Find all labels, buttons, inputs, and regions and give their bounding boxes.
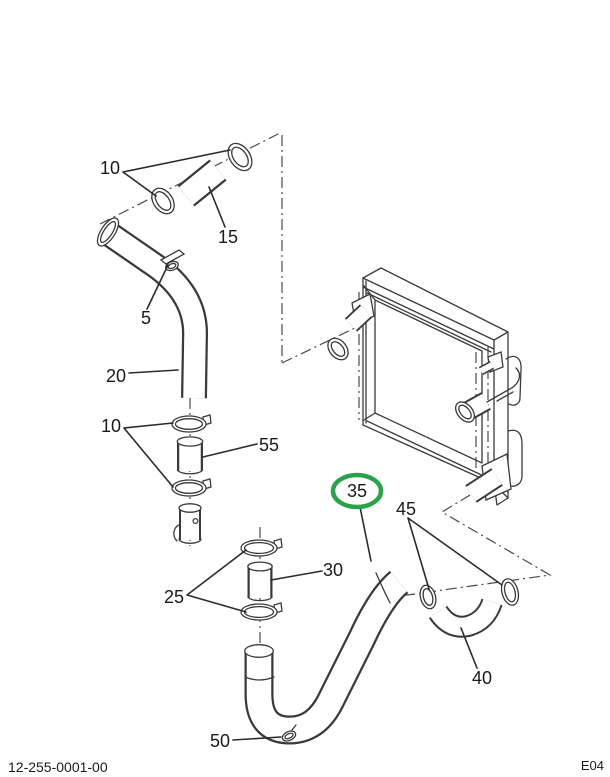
leader-10-lower — [123, 422, 174, 488]
callout-55: 55 — [259, 435, 279, 455]
leader-15 — [208, 186, 226, 228]
sleeve-55-bottom — [176, 469, 204, 475]
callout-30: 30 — [323, 560, 343, 580]
clamp-50 — [281, 724, 297, 742]
pipe-end-top — [178, 503, 202, 513]
callout-15: 15 — [218, 227, 238, 247]
mid-port-arm — [486, 367, 521, 403]
clamp-25-bottom — [240, 603, 278, 621]
stub-fitting-fill — [479, 362, 494, 374]
clamp-stack-10-55 — [171, 414, 212, 544]
doc-number: 12-255-0001-00 — [8, 759, 108, 775]
clamp-10-upper-left — [151, 187, 175, 215]
callout-25: 25 — [164, 587, 184, 607]
mid-port-ring — [454, 401, 476, 423]
sleeve-55-top — [176, 436, 204, 447]
clamp-25-top — [240, 539, 278, 557]
page-code: E04 — [581, 758, 604, 773]
pipe-hole — [192, 517, 199, 525]
hose-20 — [96, 217, 208, 399]
radiator-side-edges — [362, 277, 509, 499]
radiator — [327, 267, 523, 506]
hose-20-mouth — [96, 217, 120, 247]
sleeve-30-bottom — [247, 596, 273, 602]
pipe-end-bottom — [178, 538, 202, 544]
clamp-45-left — [419, 584, 437, 610]
clamp-10-upper-right — [227, 142, 253, 172]
pipe-hook — [173, 524, 180, 542]
hose-35-fill — [246, 572, 408, 743]
left-port-fill — [346, 305, 371, 331]
callout-40: 40 — [472, 668, 492, 688]
leader-35 — [359, 506, 372, 562]
clamp-10-lower-bottom — [171, 479, 207, 497]
elbow-assembly — [419, 578, 520, 638]
left-port-ring — [327, 337, 349, 361]
leader-25 — [186, 549, 247, 613]
leader-50 — [232, 736, 282, 741]
callout-20: 20 — [106, 366, 126, 386]
leader-40 — [460, 627, 478, 669]
outlet-port-fill — [466, 469, 502, 502]
callout-10-lower: 10 — [101, 416, 121, 436]
clamp-10-lower-top — [171, 415, 207, 433]
leader-30 — [270, 570, 323, 581]
callout-5: 5 — [141, 308, 151, 328]
hose-35 — [244, 570, 409, 745]
radiator-band-lines — [362, 286, 495, 353]
callout-50: 50 — [210, 731, 230, 751]
clamp-45-right — [500, 578, 520, 606]
tube-15-fill — [178, 161, 226, 205]
sleeve-30-top — [247, 561, 273, 572]
leader-55 — [202, 443, 258, 458]
callout-10-upper: 10 — [100, 158, 120, 178]
bracket-5-plate — [159, 249, 186, 265]
radiator-top-band — [362, 267, 509, 341]
footer: 12-255-0001-00 E04 — [8, 758, 604, 775]
upper-tube-assembly — [151, 142, 253, 215]
leader-45 — [407, 517, 503, 590]
highlight-ellipse — [330, 472, 384, 510]
centerline-outlet-route — [399, 494, 552, 597]
callout-35: 35 — [347, 481, 367, 501]
clamp-stack-25-30 — [240, 538, 283, 621]
hose-35-cuff-left — [244, 676, 275, 681]
highlight-callout-35: 35 — [330, 472, 384, 510]
leader-10-upper — [122, 149, 231, 197]
radiator-bracket-lower — [506, 429, 523, 487]
callout-45: 45 — [396, 499, 416, 519]
centerline-to-left-port — [281, 326, 358, 364]
elbow-40-fill — [430, 598, 501, 636]
radiator-bracket-upper — [505, 355, 522, 406]
hose-35-cuff-right — [375, 572, 391, 604]
leader-5 — [146, 264, 169, 310]
hose-20-fill — [101, 224, 206, 399]
hose-35-mouth — [244, 644, 274, 658]
leader-lines — [122, 149, 503, 741]
radiator-core-inset — [363, 285, 483, 464]
callout-labels: 10 15 5 20 10 55 25 30 45 40 50 — [100, 158, 492, 751]
leader-20 — [128, 369, 179, 374]
